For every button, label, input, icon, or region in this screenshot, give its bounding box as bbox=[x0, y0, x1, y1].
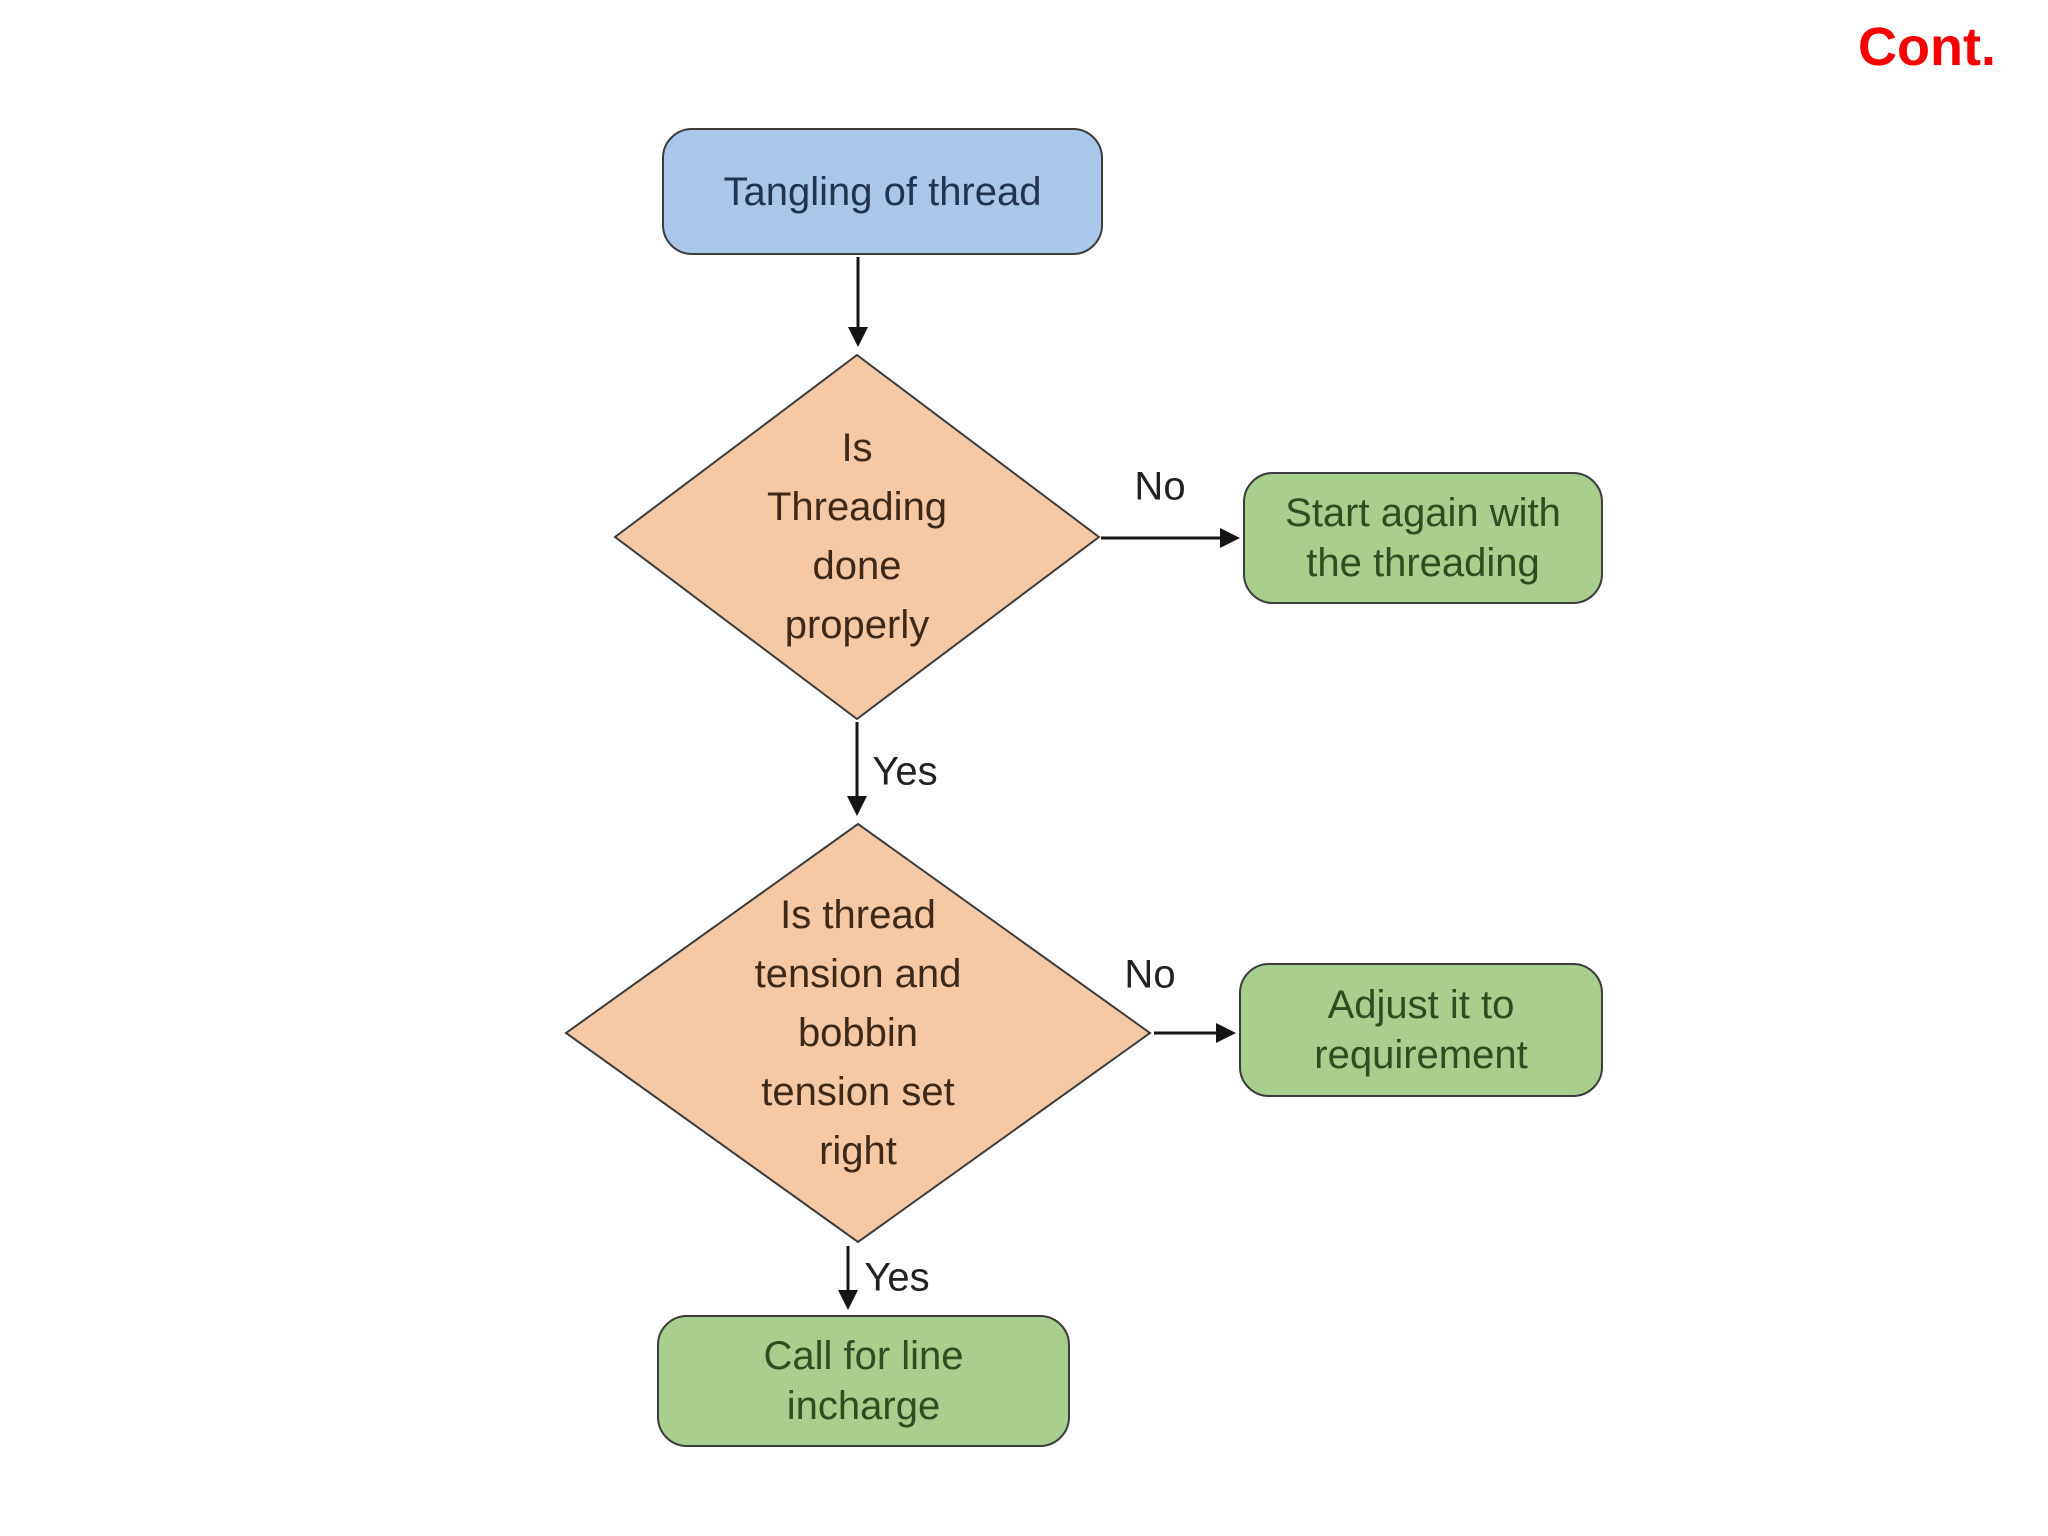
outcome1-line: the threading bbox=[1306, 541, 1540, 585]
decision1-line: properly bbox=[784, 603, 930, 647]
node-decision-tension-set-right: Is thread tension and bobbin tension set… bbox=[564, 822, 1152, 1244]
decision2-line: tension and bbox=[754, 951, 962, 996]
decision1-text: Is Threading done properly bbox=[767, 419, 947, 655]
decision2-line: right bbox=[819, 1128, 897, 1173]
diamond-shape-icon bbox=[564, 822, 1152, 1244]
outcome2-line: requirement bbox=[1314, 1033, 1528, 1077]
decision1-line: Threading bbox=[766, 485, 948, 529]
edge-label-yes-1: Yes bbox=[872, 749, 938, 794]
node-decision-threading-done-properly: Is Threading done properly bbox=[613, 353, 1101, 721]
final-line: Call for line bbox=[763, 1334, 964, 1378]
outcome1-line: Start again with bbox=[1285, 491, 1561, 535]
final-line: incharge bbox=[786, 1384, 941, 1428]
outcome1-text: Start again with the threading bbox=[1285, 488, 1561, 588]
edge-label-yes-2: Yes bbox=[864, 1255, 930, 1300]
node-start-label: Tangling of thread bbox=[723, 169, 1042, 214]
cont-label: Cont. bbox=[1858, 17, 1996, 77]
diamond-shape-icon bbox=[613, 353, 1101, 721]
decision2-text: Is thread tension and bobbin tension set… bbox=[755, 886, 962, 1181]
outcome2-line: Adjust it to bbox=[1327, 983, 1515, 1027]
decision2-line: bobbin bbox=[797, 1010, 919, 1055]
node-start-tangling-of-thread: Tangling of thread bbox=[662, 128, 1103, 255]
edge-label-no-1: No bbox=[1134, 464, 1186, 509]
node-adjust-to-requirement: Adjust it to requirement bbox=[1239, 963, 1603, 1097]
decision2-line: Is thread bbox=[780, 892, 936, 937]
decision1-line: done bbox=[812, 544, 902, 588]
edge-label-no-2: No bbox=[1124, 952, 1176, 997]
final-text: Call for line incharge bbox=[763, 1331, 963, 1431]
outcome2-text: Adjust it to requirement bbox=[1314, 980, 1527, 1080]
decision1-line: Is bbox=[841, 426, 873, 470]
node-call-for-line-incharge: Call for line incharge bbox=[657, 1315, 1070, 1447]
node-start-again-with-threading: Start again with the threading bbox=[1243, 472, 1603, 604]
decision2-line: tension set bbox=[761, 1069, 955, 1114]
